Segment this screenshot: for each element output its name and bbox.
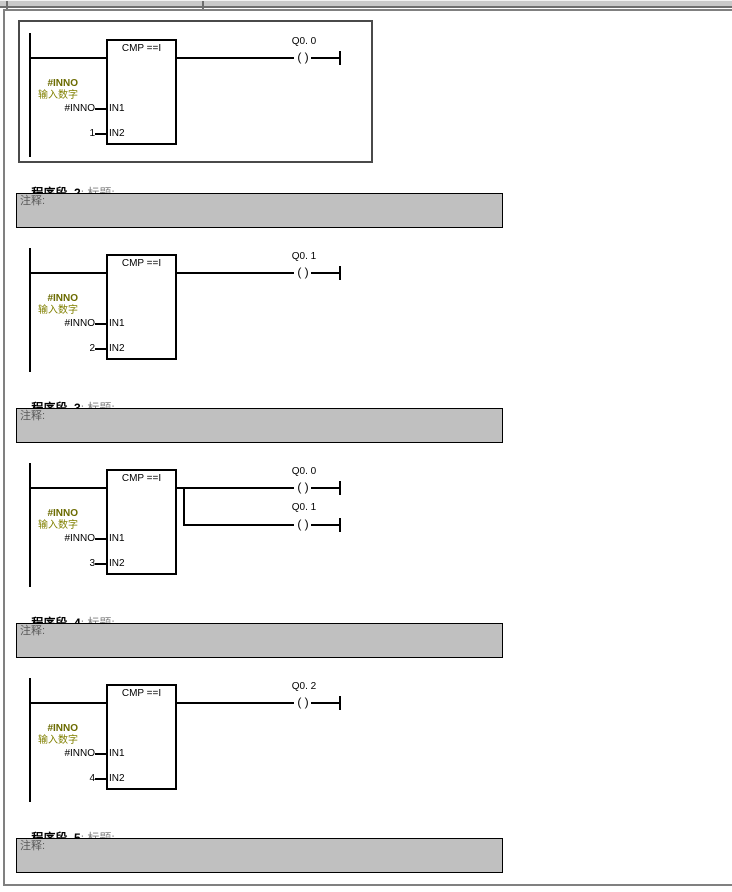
coil-out-wire [311,524,339,526]
cmp-block[interactable]: CMP ==I IN1 IN2 [106,254,177,360]
coil-address[interactable]: Q0. 1 [291,502,317,513]
in1-stub-wire [95,323,106,325]
block-title: CMP ==I [121,473,162,484]
network-5-header[interactable]: 程序段 5: 标题: [18,817,114,845]
output-wire [177,57,294,59]
network-selection-frame [18,20,373,163]
symbol-name[interactable]: #INNO [47,78,78,89]
coil-icon[interactable]: ( ) [297,480,309,494]
pin-in1: IN1 [109,533,125,544]
power-rail [29,678,31,802]
in1-stub-wire [95,753,106,755]
in1-operand[interactable]: #INNO [64,533,95,544]
in2-stub-wire [95,563,106,565]
pin-in2: IN2 [109,773,125,784]
symbol-comment: 输入数字 [38,735,78,746]
block-title: CMP ==I [121,688,162,699]
coil-icon[interactable]: ( ) [297,517,309,531]
in2-stub-wire [95,778,106,780]
pin-in1: IN1 [109,748,125,759]
coil-address[interactable]: Q0. 1 [291,251,317,262]
editor-border-top [3,9,732,11]
pane-splitter[interactable] [0,0,732,9]
in1-operand[interactable]: #INNO [64,103,95,114]
cmp-block[interactable]: CMP ==I IN1 IN2 [106,39,177,145]
rung-wire [29,272,106,274]
rail-terminator-icon [339,518,341,532]
output-wire [177,487,294,489]
symbol-name[interactable]: #INNO [47,293,78,304]
in1-operand[interactable]: #INNO [64,748,95,759]
rail-terminator-icon [339,696,341,710]
in1-stub-wire [95,108,106,110]
output-wire [177,702,294,704]
rail-terminator-icon [339,481,341,495]
coil-address[interactable]: Q0. 2 [291,681,317,692]
pin-in1: IN1 [109,318,125,329]
coil-icon[interactable]: ( ) [297,265,309,279]
block-title: CMP ==I [121,258,162,269]
cmp-block[interactable]: CMP ==I IN1 IN2 [106,684,177,790]
comment-label: 注释: [20,410,46,422]
network-4-comment-bar[interactable]: 注释: [16,623,503,658]
block-title: CMP ==I [121,43,162,54]
pin-in2: IN2 [109,343,125,354]
pin-in1: IN1 [109,103,125,114]
coil-out-wire [311,702,339,704]
branch-rung-wire [183,524,294,526]
in2-operand[interactable]: 4 [89,773,95,784]
rail-terminator-icon [339,51,341,65]
in2-stub-wire [95,133,106,135]
branch-wire [183,487,185,526]
in2-operand[interactable]: 3 [89,558,95,569]
symbol-name[interactable]: #INNO [47,508,78,519]
coil-out-wire [311,487,339,489]
power-rail [29,463,31,587]
symbol-name[interactable]: #INNO [47,723,78,734]
network-2-header[interactable]: 程序段 2: 标题: [18,172,114,200]
power-rail [29,33,31,157]
network-3-header[interactable]: 程序段 3: 标题: [18,387,114,415]
comment-label: 注释: [20,840,46,852]
comment-label: 注释: [20,625,46,637]
pin-in2: IN2 [109,558,125,569]
network-5-comment-bar[interactable]: 注释: [16,838,503,873]
output-wire [177,272,294,274]
editor-border-left [3,9,5,886]
coil-out-wire [311,57,339,59]
symbol-comment: 输入数字 [38,520,78,531]
in2-stub-wire [95,348,106,350]
in2-operand[interactable]: 2 [89,343,95,354]
symbol-comment: 输入数字 [38,90,78,101]
power-rail [29,248,31,372]
editor-border-bottom [3,884,732,886]
in2-operand[interactable]: 1 [89,128,95,139]
comment-label: 注释: [20,195,46,207]
in1-stub-wire [95,538,106,540]
rail-terminator-icon [339,266,341,280]
coil-icon[interactable]: ( ) [297,695,309,709]
network-2-comment-bar[interactable]: 注释: [16,193,503,228]
network-3-comment-bar[interactable]: 注释: [16,408,503,443]
cmp-block[interactable]: CMP ==I IN1 IN2 [106,469,177,575]
splitter-divider-left [6,1,8,9]
pin-in2: IN2 [109,128,125,139]
coil-address[interactable]: Q0. 0 [291,466,317,477]
network-4-header[interactable]: 程序段 4: 标题: [18,602,114,630]
coil-icon[interactable]: ( ) [297,50,309,64]
rung-wire [29,487,106,489]
in1-operand[interactable]: #INNO [64,318,95,329]
symbol-comment: 输入数字 [38,305,78,316]
coil-out-wire [311,272,339,274]
rung-wire [29,57,106,59]
coil-address[interactable]: Q0. 0 [291,36,317,47]
splitter-divider [202,1,204,9]
rung-wire [29,702,106,704]
